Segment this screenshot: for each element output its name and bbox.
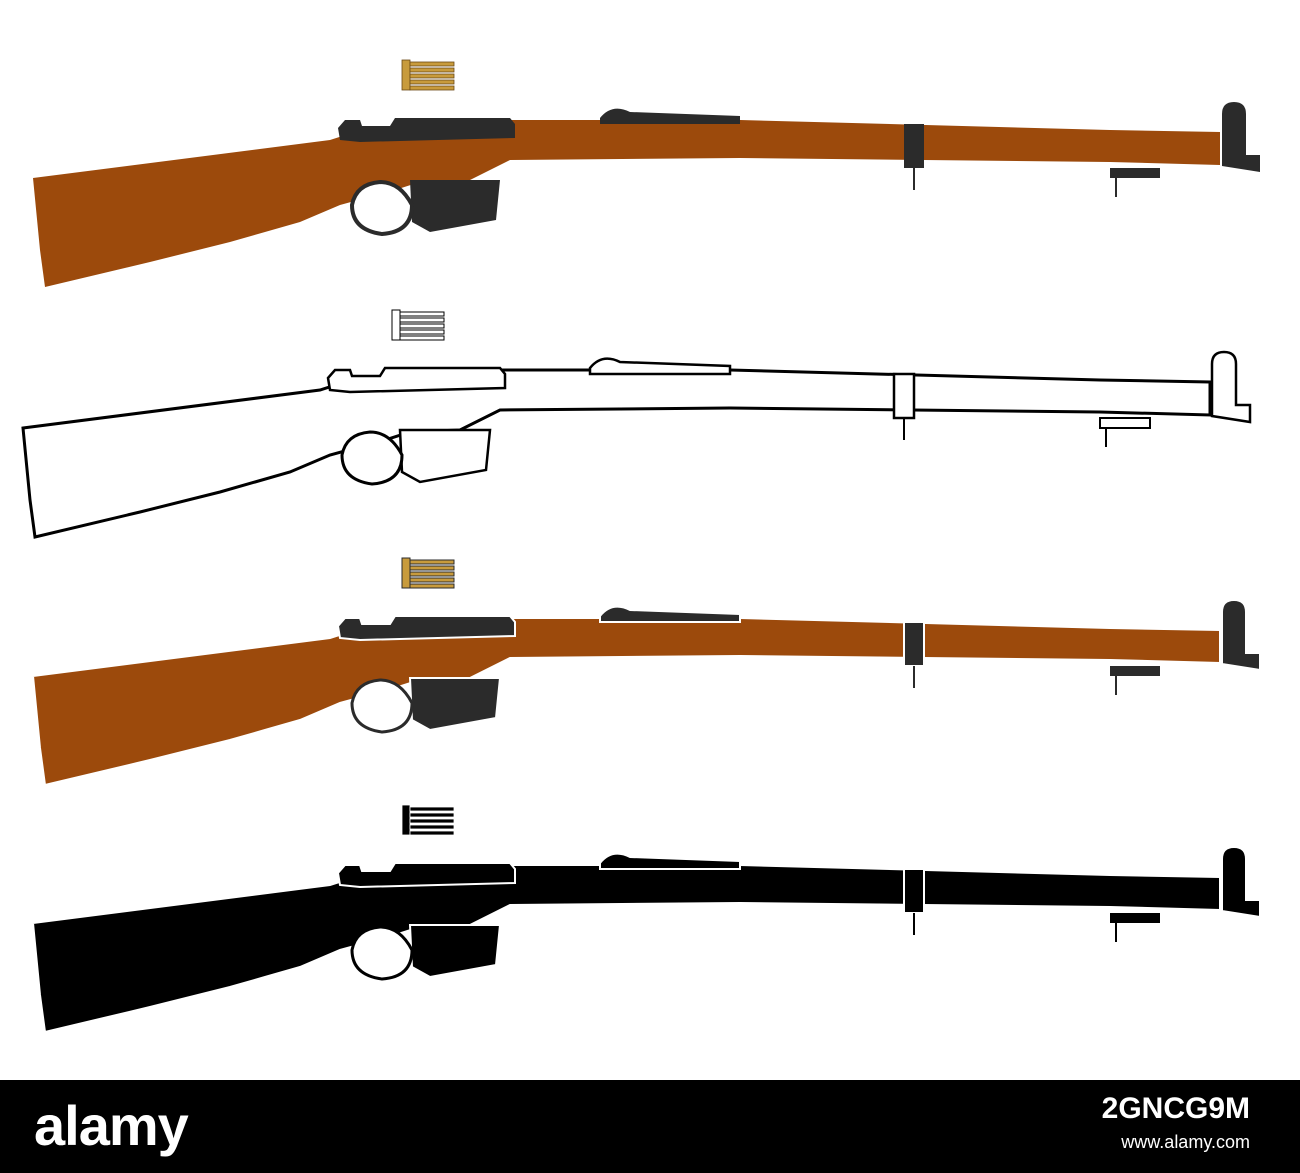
watermark-footer: alamy 2GNCG9M www.alamy.com	[0, 1080, 1300, 1173]
rifle-illustrations	[21, 59, 1261, 1033]
rifle-outline	[21, 309, 1252, 539]
rifle-color-outlined	[32, 557, 1261, 786]
rifle-color	[33, 59, 1260, 287]
image-id: 2GNCG9M	[1101, 1092, 1250, 1125]
ammo-clip-icon	[401, 557, 455, 589]
ammo-clip-icon	[401, 59, 455, 91]
ammo-clip-icon	[391, 309, 445, 341]
rifle-silhouette	[32, 804, 1261, 1033]
site-url: www.alamy.com	[1121, 1132, 1250, 1152]
ammo-clip-icon	[401, 804, 455, 836]
brand-logo: alamy	[34, 1094, 189, 1157]
